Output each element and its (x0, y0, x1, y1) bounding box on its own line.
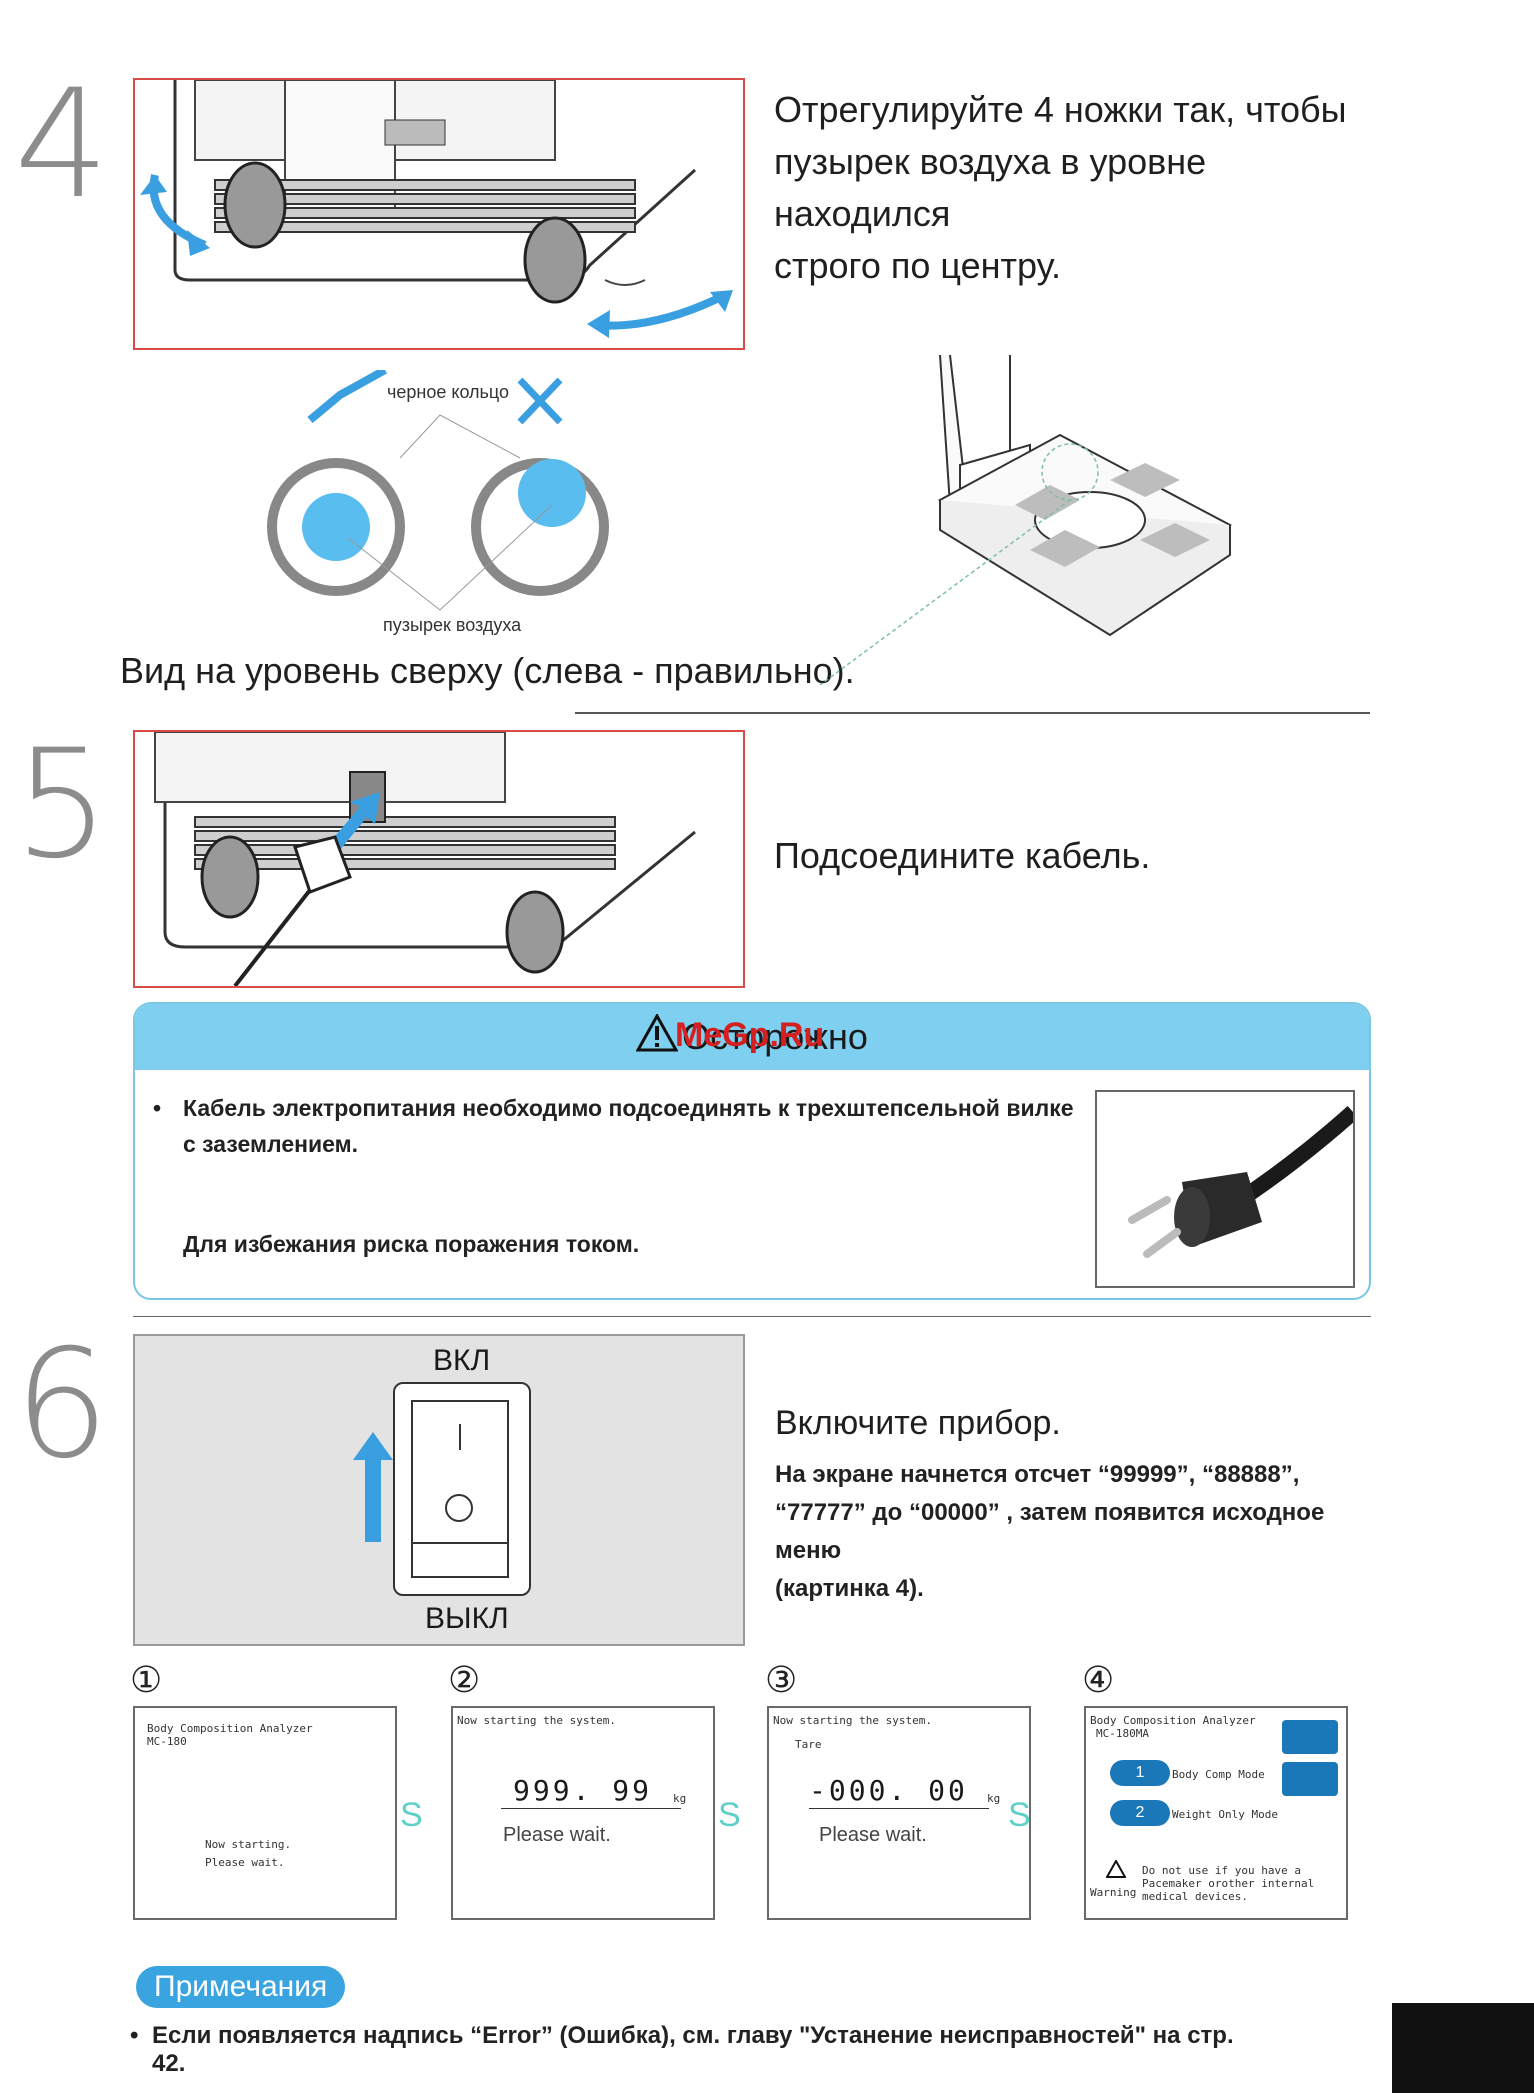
screen-2-wait: Please wait. (503, 1824, 611, 1846)
bubble-level-diagram (250, 366, 630, 640)
mode-2-button[interactable]: 2 (1110, 1800, 1170, 1826)
step5-cable-illustration (133, 730, 745, 988)
screen-3-unit: kg (987, 1792, 1001, 1805)
step-number-5: 5 (14, 718, 110, 892)
notes-text: Если появляется надпись “Error” (Ошибка)… (152, 2022, 1234, 2077)
separator (501, 1808, 681, 1809)
menu-button-middle[interactable] (1282, 1762, 1338, 1796)
screen-3-wait: Please wait. (819, 1824, 927, 1846)
step-number-6: 6 (14, 1318, 110, 1492)
screen-3: Now starting the system. Tare -000. 00 k… (767, 1706, 1031, 1920)
screen-2: Now starting the system. 999. 99 kg Plea… (451, 1706, 715, 1920)
power-switch[interactable] (393, 1382, 531, 1596)
screen-1: Body Composition Analyzer MC-180 Now sta… (133, 1706, 397, 1920)
switch-on-label: ВКЛ (433, 1344, 491, 1377)
step6-line-2: “77777” до “00000” , затем появится исхо… (775, 1499, 1325, 1564)
analyzer-scale-illustration (790, 354, 1240, 686)
divider (575, 712, 1370, 714)
caution-box: Осторожно MeGp.Ru • Кабель электропитани… (133, 1002, 1371, 1300)
screen-1-line-2: MC-180 (147, 1735, 187, 1748)
screen-4-warning-label: Warning (1090, 1886, 1137, 1899)
screen-3-value: -000. 00 (809, 1774, 968, 1807)
step6-line-3: (картинка 4). (775, 1575, 924, 1602)
on-symbol-icon (459, 1424, 461, 1450)
step4-leveling-illustration (133, 78, 745, 350)
label-black-ring: черное кольцо (387, 382, 510, 403)
caution-title: Осторожно (682, 1016, 868, 1057)
switch-off-label: ВЫКЛ (425, 1602, 509, 1635)
screen-3-line-2: Tare (795, 1738, 822, 1751)
step6-line-1: На экране начнется отсчет “99999”, “8888… (775, 1461, 1300, 1488)
warning-triangle-icon (635, 1012, 679, 1061)
caution-header: Осторожно MeGp.Ru (135, 1004, 1369, 1070)
notes-bullet: • (130, 2022, 139, 2049)
separator (809, 1808, 989, 1809)
notes-label: Примечания (136, 1966, 346, 2008)
step4-line-1: Отрегулируйте 4 ножки так, чтобы (774, 89, 1347, 130)
step-number-4: 4 (14, 58, 110, 232)
screen-2-unit: kg (673, 1792, 687, 1805)
page-tab-marker (1392, 2003, 1534, 2093)
screen-1-line-4: Please wait. (205, 1856, 285, 1869)
screen-4-line-1: Body Composition Analyzer (1090, 1714, 1256, 1727)
step5-instruction: Подсоедините кабель. (774, 835, 1151, 876)
screen-3-number: ③ (765, 1660, 798, 1701)
step6-description: На экране начнется отсчет “99999”, “8888… (775, 1456, 1375, 1608)
next-arrow-icon: S (718, 1796, 741, 1834)
caution-bullet: • (153, 1095, 162, 1121)
step6-title: Включите прибор. (775, 1404, 1061, 1442)
screen-2-number: ② (448, 1660, 481, 1701)
power-switch-panel: ВКЛ ВЫКЛ (133, 1334, 745, 1646)
mode-1-label: Body Comp Mode (1172, 1768, 1265, 1781)
screen-3-line-1: Now starting the system. (773, 1714, 932, 1727)
grounded-plug-image (1095, 1090, 1359, 1288)
screen-4-number: ④ (1082, 1660, 1115, 1701)
mode-1-button[interactable]: 1 (1110, 1760, 1170, 1786)
caution-line-3: Для избежания риска поражения током. (183, 1231, 640, 1257)
arrow-up-icon (353, 1432, 393, 1547)
screen-1-line-3: Now starting. (205, 1838, 292, 1851)
rocker-divider (413, 1542, 507, 1544)
next-arrow-icon: S (400, 1796, 423, 1834)
caution-line-2: с заземлением. (183, 1131, 359, 1157)
check-icon (307, 366, 387, 424)
caution-line-1: Кабель электропитания необходимо подсоед… (183, 1095, 1074, 1121)
step4-instruction: Отрегулируйте 4 ножки так, чтобы пузырек… (774, 84, 1374, 292)
step4-line-3: строго по центру. (774, 245, 1062, 286)
watermark: MeGp.Ru (675, 1016, 825, 1054)
divider (133, 1316, 1371, 1317)
step4-line-2: пузырек воздуха в уровне находился (774, 141, 1207, 234)
off-symbol-icon (445, 1494, 473, 1522)
screen-4-warning-text: Do not use if you have a Pacemaker oroth… (1142, 1864, 1315, 1903)
step4-caption: Вид на уровень сверху (слева - правильно… (120, 650, 855, 691)
mode-2-label: Weight Only Mode (1172, 1808, 1278, 1821)
screen-1-number: ① (130, 1660, 163, 1701)
screen-1-line-1: Body Composition Analyzer (147, 1722, 313, 1735)
screen-4: Body Composition Analyzer MC-180MA 1 Bod… (1084, 1706, 1348, 1920)
screen-4-line-2: MC-180MA (1096, 1727, 1149, 1740)
menu-button-top[interactable] (1282, 1720, 1338, 1754)
screen-2-line-1: Now starting the system. (457, 1714, 616, 1727)
screen-2-value: 999. 99 (513, 1774, 653, 1807)
next-arrow-icon: S (1008, 1796, 1031, 1834)
warning-icon (1105, 1858, 1127, 1883)
label-air-bubble: пузырек воздуха (383, 615, 522, 636)
rocker (411, 1400, 509, 1578)
